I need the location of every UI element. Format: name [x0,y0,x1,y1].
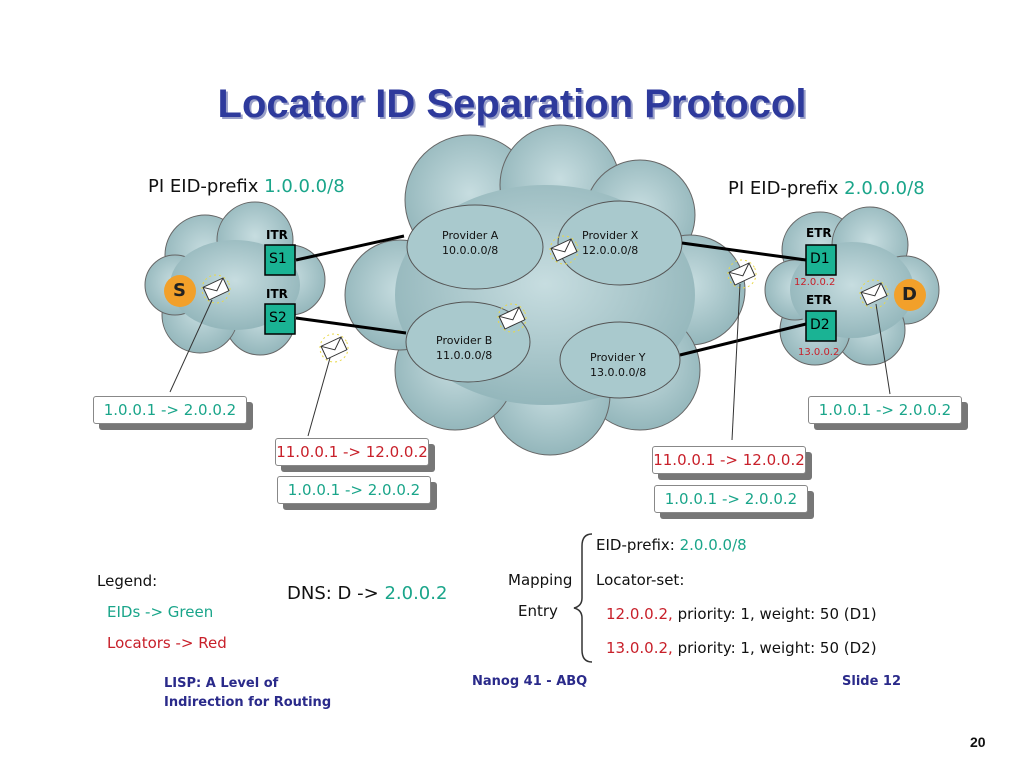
provider-x-prefix: 12.0.0.0/8 [582,244,639,257]
mapping-locator-row-2: 13.0.0.2, priority: 1, weight: 50 (D2) [606,639,877,657]
itr1-label: ITR [266,228,288,242]
provider-y-prefix: 13.0.0.0/8 [590,366,647,379]
dns-value: 2.0.0.2 [384,583,448,604]
router-d1-box [805,244,837,276]
link-provider-x-d1 [681,241,807,262]
mapping-eid-label: EID-prefix: [596,536,675,554]
router-s1-label: S1 [269,251,287,267]
callout-line [307,357,331,437]
left-prefix-label: PI EID-prefix [148,176,259,197]
router-d2-box [805,310,837,342]
packet-left-inner: 1.0.0.1 -> 2.0.0.2 [93,396,247,424]
router-d1-label: D1 [810,251,830,267]
internet-cloud [344,124,746,456]
provider-y-label: Provider Y 13.0.0.0/8 [590,350,646,380]
etr1-label: ETR [806,226,832,240]
envelope-icon [201,274,231,304]
provider-x-label: Provider X 12.0.0.0/8 [582,228,638,258]
mapping-locator-1: 12.0.0.2, [606,605,673,623]
packet-mid-outer: 11.0.0.1 -> 12.0.0.2 [275,438,429,466]
provider-x-name: Provider X [582,229,639,242]
provider-b-prefix: 11.0.0.0/8 [436,349,493,362]
mapping-label-line2: Entry [518,602,558,620]
legend-eids: EIDs -> Green [107,603,214,621]
callout-line [169,299,213,393]
left-prefix-value: 1.0.0.0/8 [264,176,345,197]
right-prefix-value: 2.0.0.0/8 [844,178,925,199]
mapping-eid-value: 2.0.0.0/8 [679,536,747,554]
left-prefix-header: PI EID-prefix 1.0.0.0/8 [148,176,345,197]
provider-a-name: Provider A [442,229,499,242]
callout-line [731,283,741,441]
mapping-locator-set-label: Locator-set: [596,571,685,589]
footer-center: Nanog 41 - ABQ [472,674,588,689]
right-prefix-label: PI EID-prefix [728,178,839,199]
provider-a-cloud [406,204,544,290]
legend-title: Legend: [97,572,158,590]
mapping-locator-row-1: 12.0.0.2, priority: 1, weight: 50 (D1) [606,605,877,623]
host-s-circle [164,275,196,307]
legend-locators: Locators -> Red [107,634,227,652]
callout-line [875,303,891,395]
envelope-icon [319,333,349,363]
packet-right-inner: 1.0.0.1 -> 2.0.0.2 [654,485,808,513]
packet-far-right-inner: 1.0.0.1 -> 2.0.0.2 [808,396,962,424]
provider-a-label: Provider A 10.0.0.0/8 [442,228,498,258]
provider-y-cloud [559,321,681,399]
dns-label: DNS: D -> [287,583,379,604]
router-s1-box [264,244,296,276]
host-d-circle [894,279,926,311]
page-number: 20 [970,734,986,750]
packet-right-outer: 11.0.0.1 -> 12.0.0.2 [652,446,806,474]
itr2-label: ITR [266,287,288,301]
link-s1-provider-a [295,234,405,262]
provider-y-name: Provider Y [590,351,646,364]
packet-mid-inner: 1.0.0.1 -> 2.0.0.2 [277,476,431,504]
provider-b-name: Provider B [436,334,493,347]
router-d2-label: D2 [810,317,830,333]
mapping-brace [573,533,593,663]
mapping-locator-1-attrs: priority: 1, weight: 50 (D1) [677,605,877,623]
host-s-label: S [173,280,186,301]
footer-left: LISP: A Level of Indirection for Routing [164,674,331,712]
router-s2-box [264,303,296,335]
mapping-eid-row: EID-prefix: 2.0.0.0/8 [596,536,747,554]
etr2-label: ETR [806,293,832,307]
mapping-label-line1: Mapping [508,571,573,589]
footer-left-line2: Indirection for Routing [164,695,332,710]
router-d1-locator: 12.0.0.2 [794,277,836,288]
mapping-locator-2-attrs: priority: 1, weight: 50 (D2) [677,639,877,657]
dns-entry: DNS: D -> 2.0.0.2 [287,583,447,604]
provider-b-label: Provider B 11.0.0.0/8 [436,333,492,363]
footer-right: Slide 12 [842,674,902,689]
provider-a-prefix: 10.0.0.0/8 [442,244,499,257]
link-provider-y-d2 [679,322,807,357]
footer-left-line1: LISP: A Level of [164,676,279,691]
host-d-label: D [902,284,917,305]
link-s2-provider-b [295,316,407,335]
router-s2-label: S2 [269,310,287,326]
slide-title: Locator ID Separation Protocol [217,82,807,126]
mapping-locator-2: 13.0.0.2, [606,639,673,657]
router-d2-locator: 13.0.0.2 [798,347,840,358]
right-prefix-header: PI EID-prefix 2.0.0.0/8 [728,178,925,199]
